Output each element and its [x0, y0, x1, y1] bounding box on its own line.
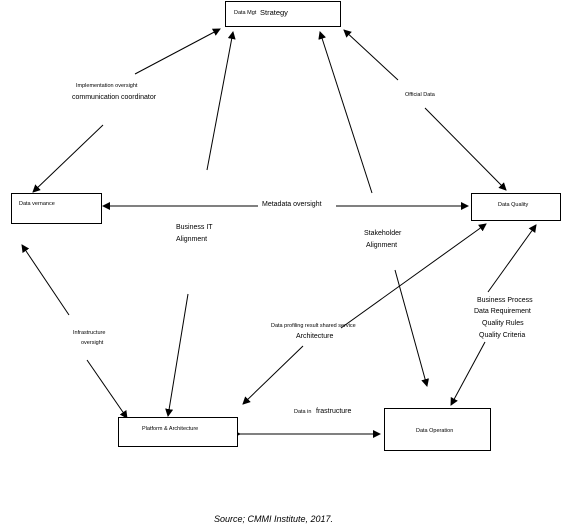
label-infrastructure-line1: Infrastructure: [73, 330, 106, 336]
arrow-infrastructure-to-platform: [86, 359, 128, 419]
arrow-stakeholder-to-operation: [394, 269, 429, 387]
label-business-it-line1: Business IT: [176, 224, 213, 231]
label-data-infrastructure-prefix: Data in: [294, 409, 312, 415]
arrow-coordinator-to-governance: [32, 124, 104, 193]
label-implementation-oversight: Implementation oversight: [76, 83, 138, 89]
arrow-business-process-to-quality: [487, 224, 537, 293]
label-business-it-line2: Alignment: [176, 236, 208, 243]
node-data-governance: Data vernance: [11, 193, 102, 224]
node-platform-label: Platform & Architecture: [142, 426, 199, 432]
node-strategy-label: Strategy: [260, 8, 288, 17]
arrow-business-it-to-platform: [165, 293, 189, 417]
figure-caption: Source; CMMI Institute, 2017.: [214, 514, 334, 524]
label-metadata-oversight: Metadata oversight: [262, 201, 322, 208]
node-platform-architecture: Platform & Architecture: [118, 417, 238, 447]
node-data-mgt-strategy: Data Mgt Strategy: [225, 1, 341, 27]
label-data-infrastructure-main: frastructure: [316, 408, 352, 415]
node-quality-label: Data Quality: [498, 202, 529, 208]
label-profiling-line2: Architecture: [296, 333, 334, 340]
arrow-business-it-to-strategy: [206, 31, 236, 171]
label-infrastructure-line2: oversight: [81, 340, 104, 346]
node-governance-label: Data vernance: [19, 201, 55, 207]
arrow-infrastructure-to-governance: [21, 244, 70, 316]
label-data-requirement: Data Requirement: [474, 308, 531, 315]
arrow-quality-criteria-to-operation: [450, 341, 486, 406]
label-profiling-line1: Data profiling result shared service: [271, 323, 356, 329]
arrow-implementation-to-strategy: [134, 28, 221, 75]
label-business-process: Business Process: [477, 297, 533, 304]
label-quality-criteria: Quality Criteria: [479, 332, 526, 339]
arrow-profiling-to-platform: [242, 345, 304, 405]
arrow-official-data-to-quality: [424, 107, 507, 191]
node-data-operation: Data Operation: [384, 408, 491, 451]
arrow-profiling-to-quality: [340, 223, 487, 329]
label-stakeholder-line1: Stakeholder: [364, 230, 402, 237]
label-quality-rules: Quality Rules: [482, 320, 524, 327]
node-operation-label: Data Operation: [416, 428, 454, 434]
node-data-quality: Data Quality: [471, 193, 561, 221]
arrow-official-data-to-strategy: [343, 29, 399, 81]
arrow-stakeholder-to-strategy: [318, 31, 373, 194]
node-strategy-prefix: Data Mgt: [234, 10, 257, 16]
label-communication-coordinator: communication coordinator: [72, 94, 157, 101]
label-official-data: Official Data: [405, 92, 435, 98]
label-stakeholder-line2: Alignment: [366, 242, 398, 249]
